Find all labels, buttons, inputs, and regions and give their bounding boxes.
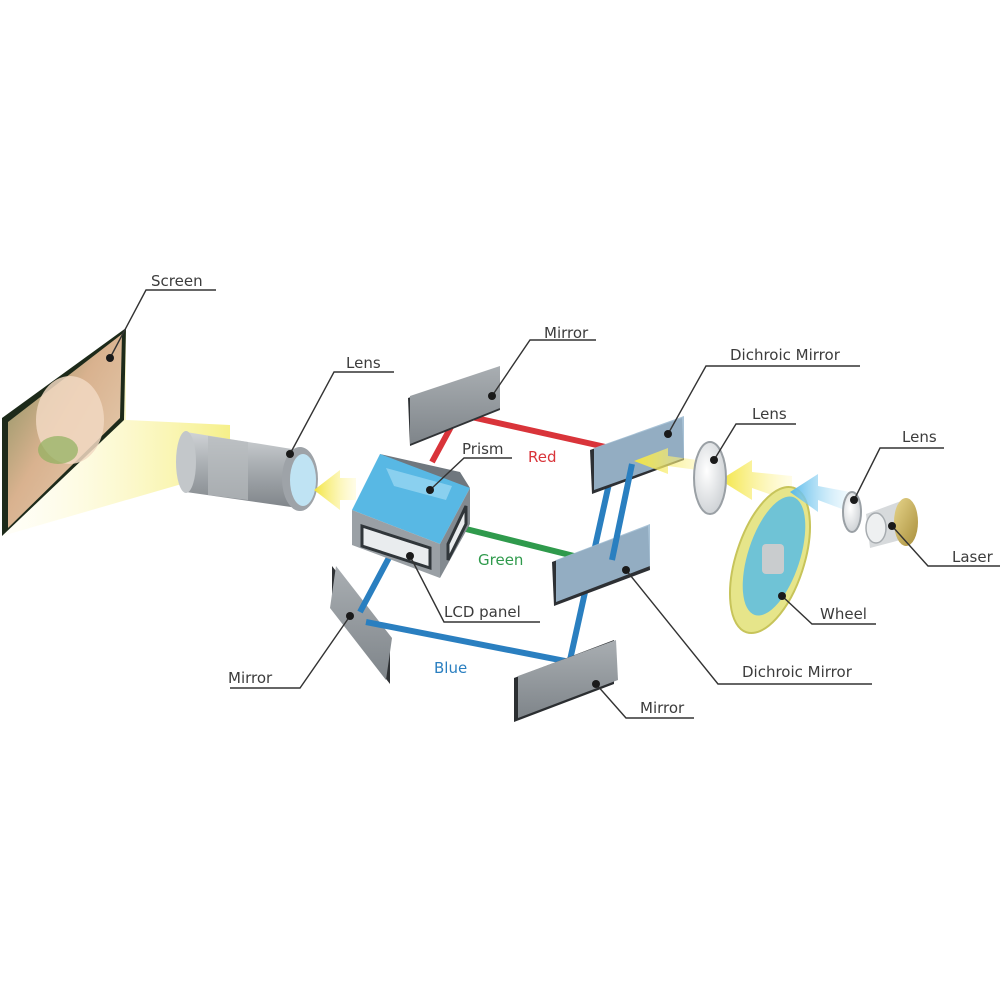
color-wheel bbox=[729, 485, 811, 635]
label-mirror-bottom: Mirror bbox=[640, 699, 685, 717]
label-screen: Screen bbox=[151, 272, 203, 290]
mirror-left bbox=[330, 566, 392, 684]
projection-lens bbox=[176, 431, 318, 511]
leader-lines bbox=[109, 289, 1000, 719]
label-prism: Prism bbox=[462, 440, 504, 458]
label-lens-projection: Lens bbox=[346, 354, 381, 372]
light-arrow-lens-to-dichroic bbox=[634, 448, 712, 474]
lcd-panel-side bbox=[446, 505, 468, 561]
label-lens-small: Lens bbox=[902, 428, 937, 446]
laser bbox=[865, 498, 918, 548]
mirror-bottom bbox=[514, 640, 618, 722]
label-laser: Laser bbox=[952, 548, 994, 566]
label-blue: Blue bbox=[434, 659, 467, 677]
label-wheel: Wheel bbox=[820, 605, 867, 623]
label-red: Red bbox=[528, 448, 557, 466]
dichroic-mirror-bottom bbox=[552, 524, 650, 606]
label-lens-mid: Lens bbox=[752, 405, 787, 423]
mirror-top bbox=[408, 366, 500, 446]
label-mirror-top: Mirror bbox=[544, 324, 589, 342]
label-green: Green bbox=[478, 551, 523, 569]
lens-middle bbox=[693, 441, 727, 515]
screen bbox=[2, 328, 126, 536]
label-lcd-panel: LCD panel bbox=[444, 603, 521, 621]
light-arrow-laser-to-wheel bbox=[790, 474, 850, 512]
blue-beam-upper bbox=[609, 463, 635, 561]
label-dichroic-bottom: Dichroic Mirror bbox=[742, 663, 853, 681]
leader-dots bbox=[106, 354, 896, 688]
blue-beam-bottom bbox=[365, 619, 571, 665]
blue-beam-to-lcd bbox=[357, 550, 395, 614]
light-arrow-prism-to-lens bbox=[314, 470, 356, 510]
label-mirror-left: Mirror bbox=[228, 669, 273, 687]
label-dichroic-top: Dichroic Mirror bbox=[730, 346, 841, 364]
dichroic-mirror-top bbox=[590, 416, 684, 494]
